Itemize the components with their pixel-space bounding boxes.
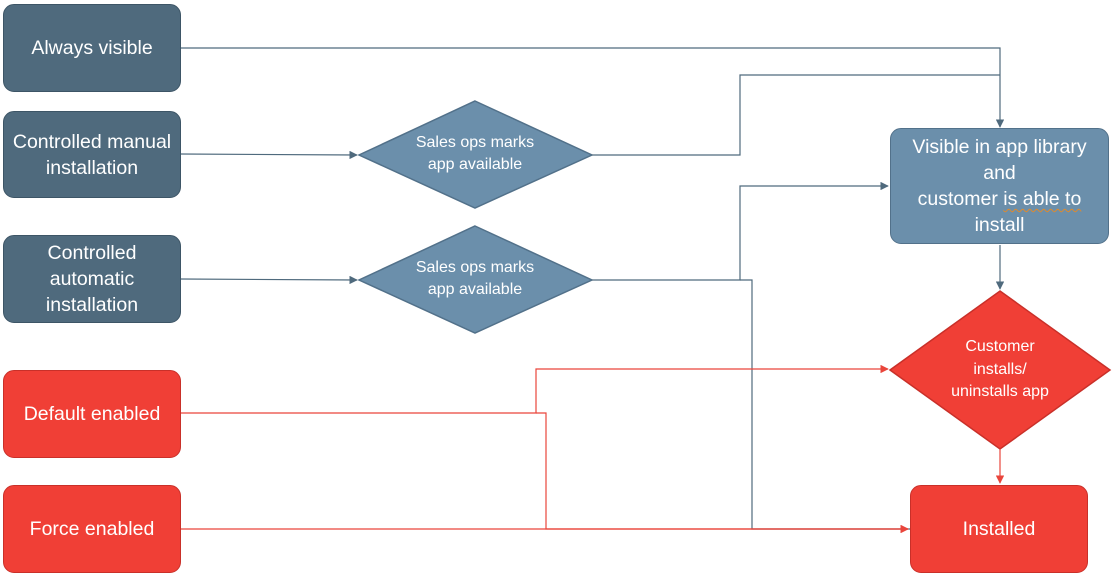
automatic-to-diamond-connector: [179, 275, 358, 285]
controlled-automatic-box: Controlled automatic installation: [3, 235, 181, 323]
sales-ops-diamond-1-shape: [357, 100, 594, 209]
installed-box: Installed: [910, 485, 1088, 573]
sales-ops-diamond-1-label: Sales ops marks app available: [415, 133, 535, 174]
controlled-automatic-label: Controlled automatic installation: [45, 242, 139, 316]
visible-in-library-line1: Visible in app library and: [912, 136, 1087, 184]
installed-label: Installed: [962, 518, 1036, 540]
diamond2-to-installed-connector: [740, 279, 910, 530]
visible-in-library-line2-b: is able to: [1003, 188, 1082, 210]
always-visible-connector: [180, 47, 1005, 128]
always-visible-label: Always visible: [31, 37, 153, 59]
default-enabled-label: Default enabled: [23, 403, 161, 425]
controlled-manual-box: Controlled manual installation: [3, 111, 181, 198]
always-visible-box: Always visible: [3, 4, 181, 92]
visible-in-library-line2: customer is able to: [918, 186, 1082, 212]
sales-ops-diamond-2: Sales ops marks app available: [405, 243, 545, 315]
diamond1-to-visible-connector: [592, 74, 1000, 156]
visible-in-library-box: Visible in app library and customer is a…: [890, 128, 1109, 244]
diamond2-to-visible-connector: [592, 181, 889, 281]
force-enabled-label: Force enabled: [29, 518, 155, 540]
controlled-manual-label: Controlled manual installation: [12, 130, 172, 179]
default-enabled-box: Default enabled: [3, 370, 181, 458]
sales-ops-diamond-1: Sales ops marks app available: [405, 118, 545, 190]
visible-in-library-line2-a: customer: [917, 188, 1004, 210]
default-to-installed-connector: [536, 412, 909, 534]
sales-ops-diamond-2-label: Sales ops marks app available: [415, 258, 535, 299]
default-to-customer-connector: [180, 364, 889, 414]
manual-to-diamond-connector: [179, 150, 358, 160]
force-enabled-box: Force enabled: [3, 485, 181, 573]
sales-ops-diamond-2-shape: [357, 225, 594, 334]
customer-installs-label: Customer installs/ uninstalls app: [951, 338, 1049, 401]
customer-installs-diamond: Customer installs/ uninstalls app: [945, 322, 1055, 418]
visible-in-library-line3: install: [974, 214, 1025, 236]
